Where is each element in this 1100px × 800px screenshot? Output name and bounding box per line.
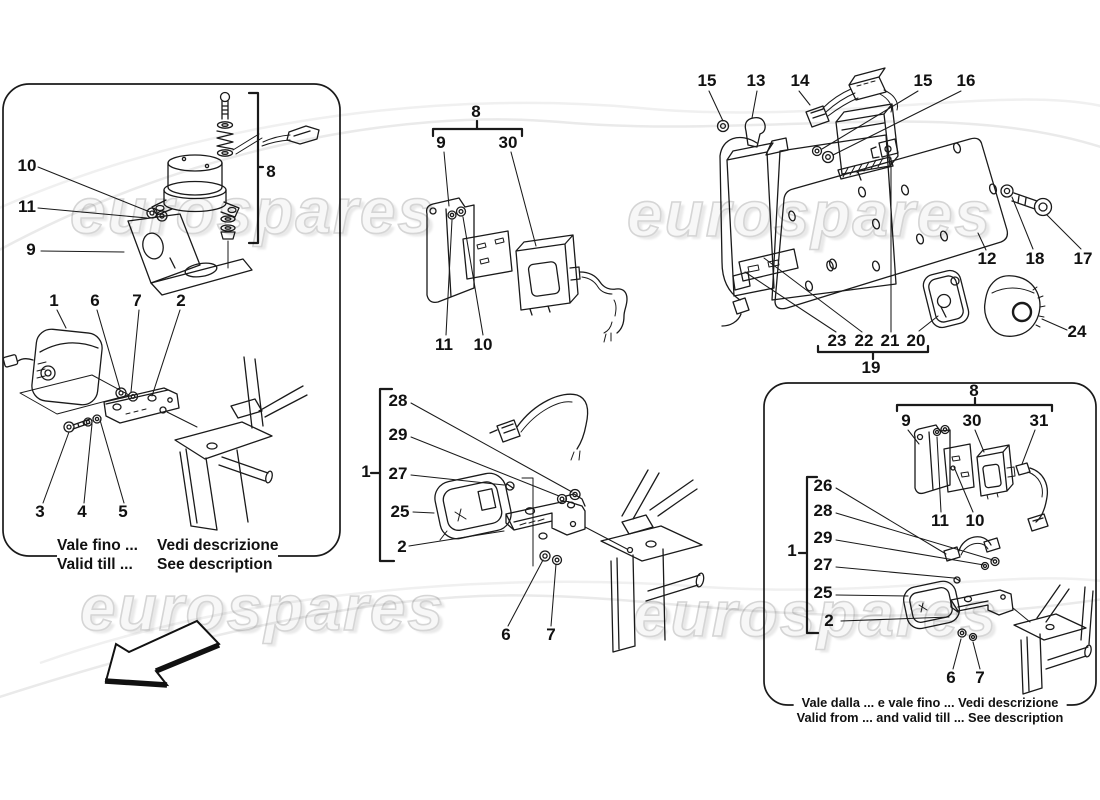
callout-27: 27 [813, 555, 833, 574]
caption-validity-range-en: Valid from ... and valid till ... See de… [793, 710, 1067, 725]
callout-15: 15 [697, 71, 717, 90]
callout-16: 16 [956, 71, 976, 90]
callout-11: 11 [931, 511, 949, 530]
watermark-eurospares: eurospares [632, 578, 999, 650]
caption-validity-range-it: Vale dalla ... e vale fino ... Vedi desc… [793, 695, 1067, 710]
callout-3: 3 [35, 502, 45, 521]
caption-validity-en: Valid till ... [57, 556, 133, 573]
callout-28: 28 [813, 501, 833, 520]
callout-8: 8 [266, 162, 276, 181]
callout-4: 4 [77, 502, 87, 521]
callout-1: 1 [361, 462, 371, 481]
callout-20: 20 [906, 331, 926, 350]
callout-7: 7 [546, 625, 556, 644]
callout-29: 29 [813, 528, 833, 547]
callout-5: 5 [118, 502, 128, 521]
callout-27: 27 [388, 464, 408, 483]
callout-6: 6 [90, 291, 100, 310]
callout-2: 2 [397, 537, 407, 556]
callout-10: 10 [473, 335, 493, 354]
callout-1: 1 [49, 291, 59, 310]
callout-25: 25 [390, 502, 410, 521]
callout-7: 7 [975, 668, 985, 687]
callout-21: 21 [880, 331, 900, 350]
callout-12: 12 [977, 249, 997, 268]
right-version-inset-drawing [763, 382, 1097, 706]
callout-28: 28 [388, 391, 408, 410]
callout-6: 6 [946, 668, 956, 687]
left-box-caption: Vale fino ... Vedi descrizione Valid til… [57, 536, 279, 574]
callout-29: 29 [388, 425, 408, 444]
callout-22: 22 [854, 331, 874, 350]
callout-17: 17 [1073, 249, 1093, 268]
callout-9: 9 [26, 240, 36, 259]
caption-validity-it: Vale fino ... [57, 537, 138, 554]
callout-15: 15 [913, 71, 933, 90]
callout-2: 2 [824, 611, 834, 630]
sensor-bracket-assembly-drawing [369, 387, 705, 653]
callout-25: 25 [813, 583, 833, 602]
callout-11: 11 [18, 197, 36, 216]
caption-see-description-it: Vedi descrizione [157, 537, 279, 554]
callout-26: 26 [813, 476, 833, 495]
siren-bracket-assembly-drawing [2, 309, 308, 531]
watermark-eurospares: eurospares [626, 178, 993, 250]
callout-31: 31 [1029, 411, 1049, 430]
callout-23: 23 [827, 331, 847, 350]
callout-6: 6 [501, 625, 511, 644]
callout-8: 8 [969, 381, 979, 400]
callout-30: 30 [962, 411, 982, 430]
callout-19: 19 [861, 358, 881, 377]
callout-30: 30 [498, 133, 518, 152]
callout-9: 9 [436, 133, 446, 152]
ecu-bracket-assembly-drawing [425, 119, 628, 343]
siren-mount-assembly-drawing [37, 91, 320, 296]
callout-1: 1 [787, 541, 797, 560]
callout-7: 7 [132, 291, 142, 310]
control-panel-assembly-drawing [708, 67, 1082, 361]
callout-9: 9 [901, 411, 911, 430]
callout-14: 14 [790, 71, 810, 90]
right-box-caption: Vale dalla ... e vale fino ... Vedi desc… [793, 695, 1067, 725]
callout-10: 10 [17, 156, 37, 175]
watermark-eurospares: eurospares [79, 572, 446, 644]
callout-11: 11 [435, 335, 453, 354]
callout-18: 18 [1025, 249, 1045, 268]
callout-2: 2 [176, 291, 186, 310]
callout-8: 8 [471, 102, 481, 121]
callout-13: 13 [746, 71, 766, 90]
watermark-eurospares: eurospares [69, 175, 436, 247]
callout-24: 24 [1067, 322, 1087, 341]
callout-10: 10 [965, 511, 985, 530]
caption-see-description-en: See description [157, 556, 273, 573]
